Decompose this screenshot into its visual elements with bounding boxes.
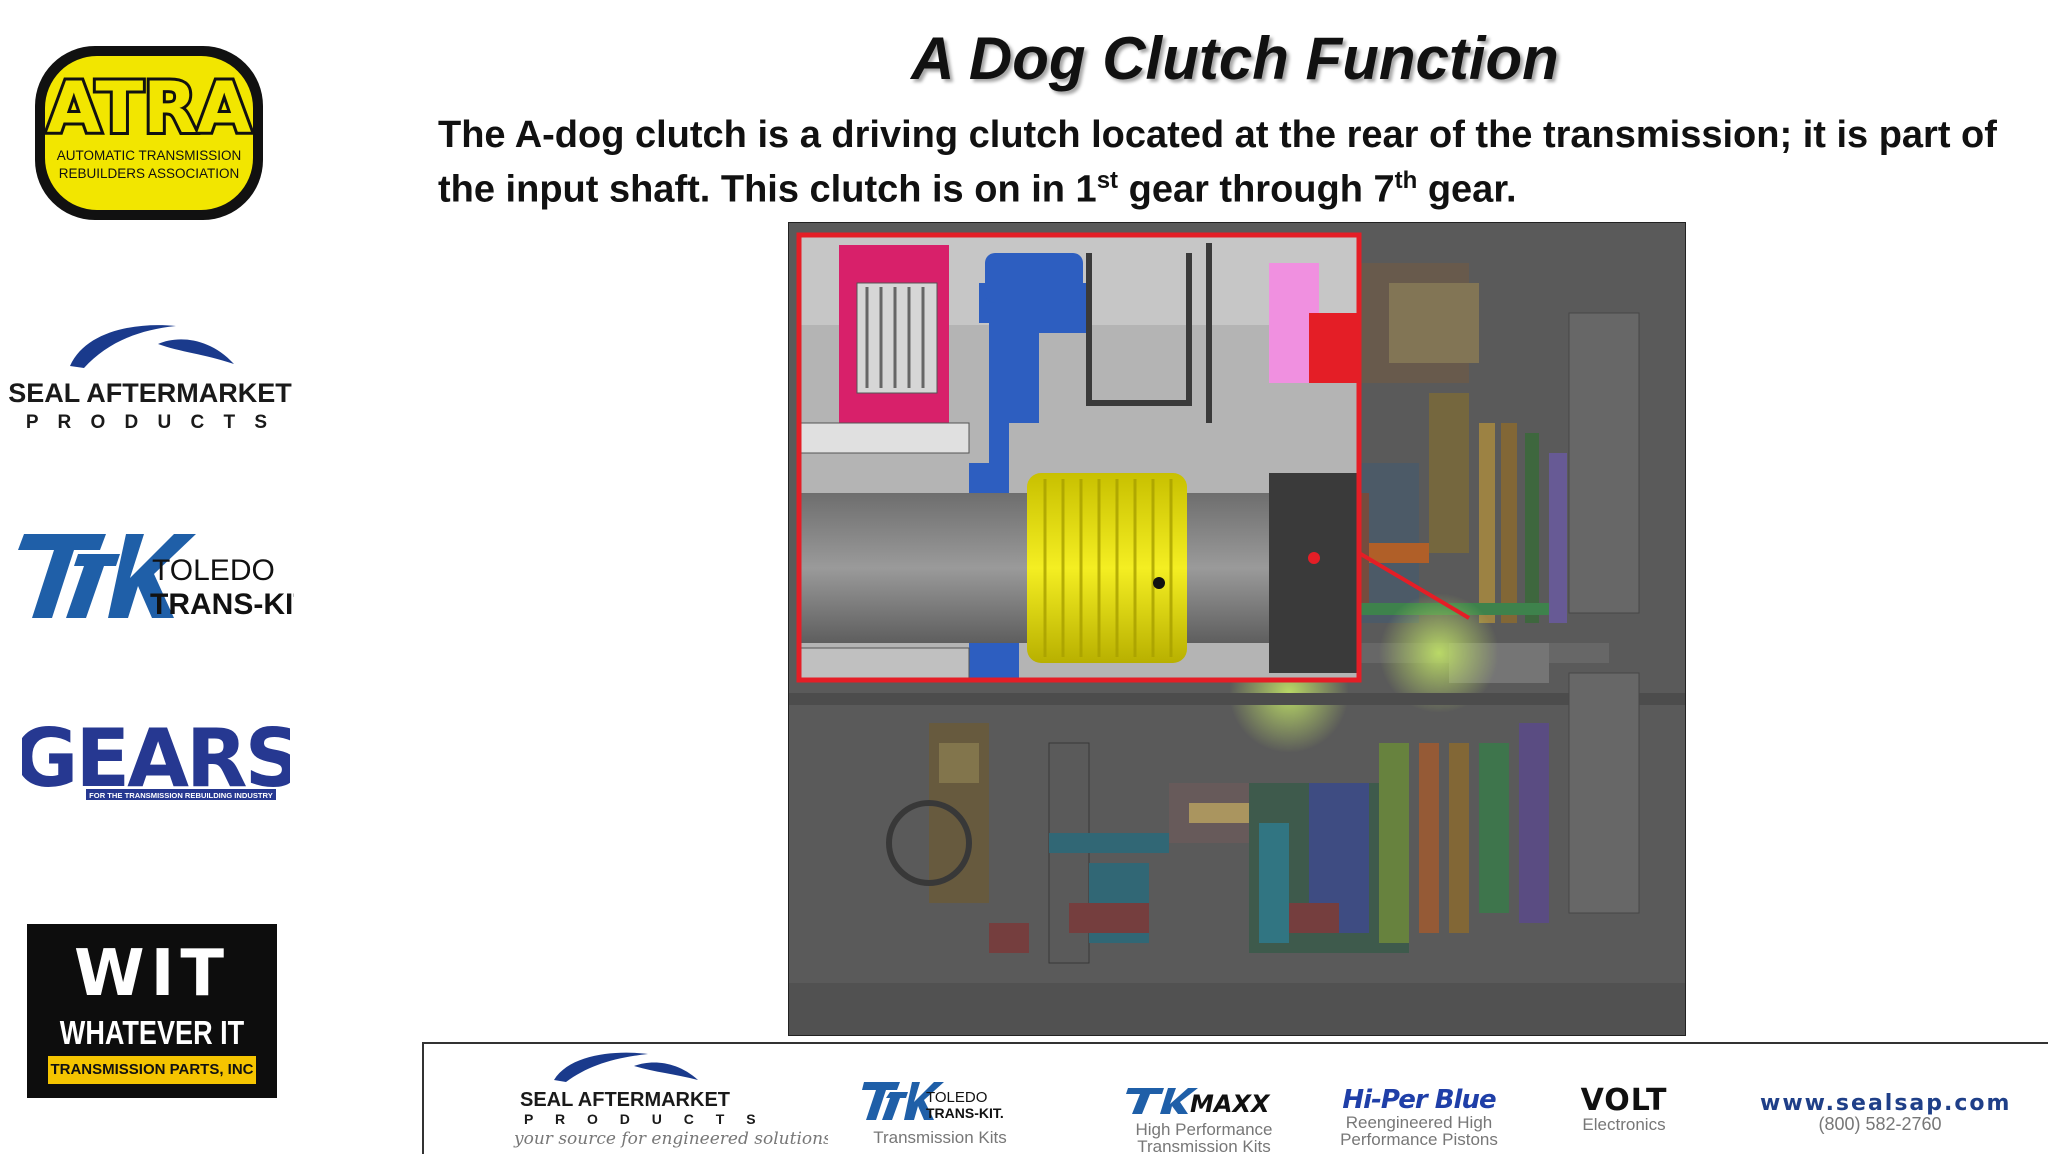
svg-text:MAXX: MAXX [1190,1090,1271,1116]
slide-title: A Dog Clutch Function [911,25,1559,92]
svg-text:REBUILDERS ASSOCIATION: REBUILDERS ASSOCIATION [59,166,240,181]
footer-volt-logo: VOLT Electronics [1580,1083,1668,1134]
svg-text:TOLEDO: TOLEDO [926,1089,987,1106]
seal-aftermarket-logo: SEAL AFTERMARKET P R O D U C T S [8,320,298,435]
svg-text:your source for engineered sol: your source for engineered solutions [513,1129,828,1149]
svg-text:SEAL AFTERMARKET: SEAL AFTERMARKET [520,1089,730,1111]
phone-number: (800) 582-2760 [1818,1114,1942,1134]
svg-text:P R O D U C T S: P R O D U C T S [524,1111,765,1127]
svg-text:TRANS-KIT.: TRANS-KIT. [926,1105,1004,1121]
svg-text:P R O D U C T S: P R O D U C T S [26,412,274,433]
svg-text:AUTOMATIC TRANSMISSION: AUTOMATIC TRANSMISSION [57,148,242,163]
dog-clutch-zoom-inset [796,232,1362,683]
callout-line [1357,551,1471,620]
description-line-1: The A-dog clutch is a driving clutch loc… [438,114,1997,156]
svg-text:ATRA: ATRA [47,67,252,149]
svg-text:FOR THE TRANSMISSION REBUILDIN: FOR THE TRANSMISSION REBUILDING INDUSTRY [89,791,273,800]
gears-magazine-logo: GEARS FOR THE TRANSMISSION REBUILDING IN… [13,712,302,806]
a-dog-clutch-part [1027,473,1187,663]
footer-contact: www.sealsap.com (800) 582-2760 [1760,1091,2012,1142]
footer-tk-maxx-logo: MAXX High Performance Transmission Kits [1124,1086,1284,1155]
svg-text:TOLEDO: TOLEDO [152,554,275,587]
wit-logo-title: WIT [73,937,231,1011]
seal-swoosh-icon [70,325,176,368]
slide-description: The A-dog clutch is a driving clutch loc… [438,114,1997,211]
footer-seal-logo: SEAL AFTERMARKET P R O D U C T S your so… [508,1050,832,1150]
svg-text:SEAL AFTERMARKET: SEAL AFTERMARKET [8,378,292,408]
footer-hi-per-blue-logo: Hi-Per Blue Reengineered High Performanc… [1340,1085,1498,1149]
transmission-cutaway-image [788,222,1686,1036]
footer-ttk-sub: Transmission Kits [873,1128,1007,1147]
footer-sponsor-bar: SEAL AFTERMARKET P R O D U C T S your so… [422,1042,2048,1155]
website-link[interactable]: www.sealsap.com [1760,1091,2012,1116]
footer-ttk-logo: TOLEDO TRANS-KIT. Transmission Kits [860,1080,1020,1150]
wit-logo-bar: TRANSMISSION PARTS, INC [48,1056,256,1084]
atra-logo: ATRA AUTOMATIC TRANSMISSION REBUILDERS A… [33,44,265,222]
svg-text:TRANS-KIT: TRANS-KIT [150,588,294,621]
toledo-trans-kit-logo: TOLEDO TRANS-KIT [14,530,312,630]
wit-logo: WIT WHATEVER IT TAKES TRANSMISSION PARTS… [27,924,277,1098]
